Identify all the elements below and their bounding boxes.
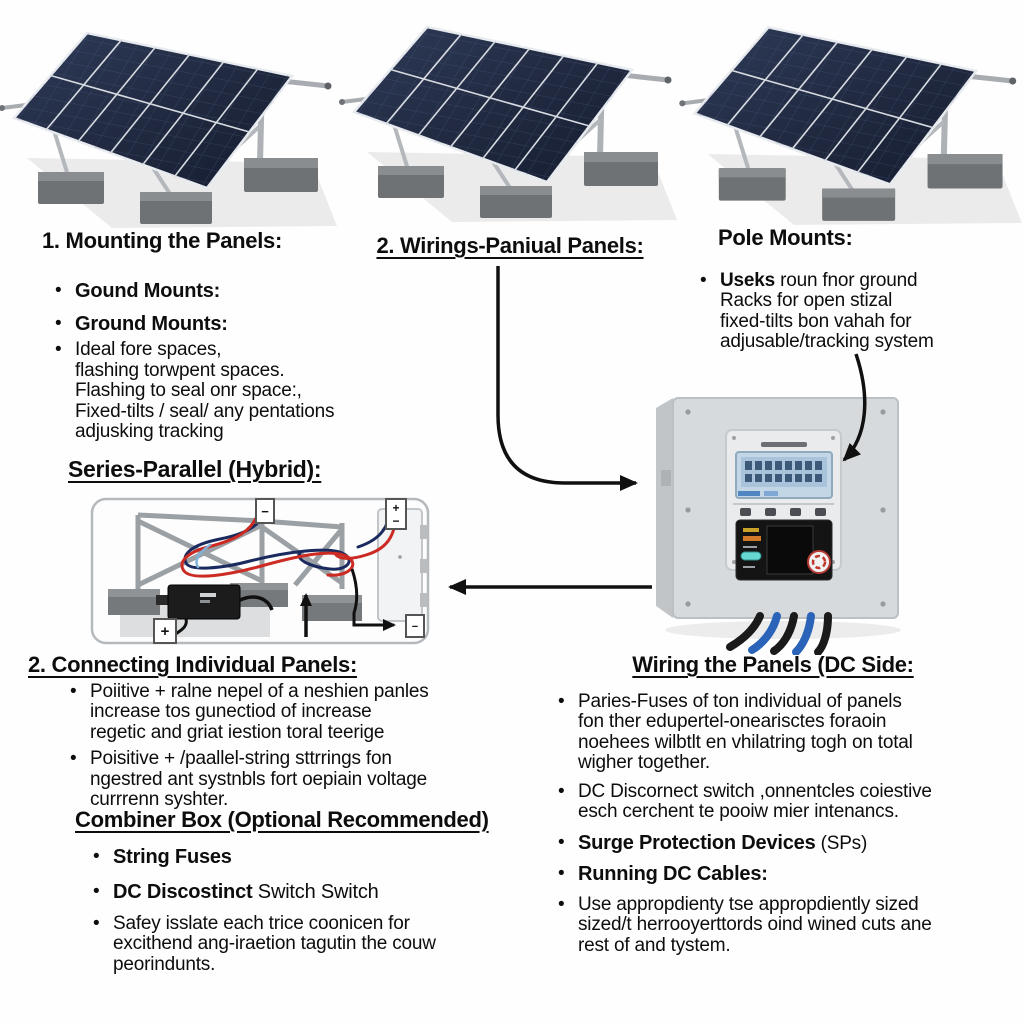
svg-text:+: + (392, 501, 399, 515)
wiring-diagram-illustration: − + − + − (90, 497, 430, 645)
list-item: • Running DC Cables: (558, 863, 768, 885)
status-panel (735, 519, 833, 581)
bullet-icon: • (558, 780, 565, 802)
svg-text:−: − (412, 621, 418, 633)
heading-mounting: 1. Mounting the Panels: (42, 228, 282, 253)
bullet-icon: • (70, 748, 77, 769)
button-row (740, 508, 826, 516)
bullet-icon: • (55, 339, 62, 360)
label-box-plus: + (153, 618, 177, 644)
enclosure-side (656, 398, 673, 618)
heading-connecting: 2. Connecting Individual Panels: (28, 652, 358, 677)
svg-text:−: − (261, 504, 269, 519)
label-box-top: − (255, 498, 275, 524)
bullet-icon: • (55, 280, 62, 301)
arrow-heading-to-controller (496, 266, 638, 491)
output-arrow (350, 568, 396, 631)
list-item: • DC Discornect switch ,onnentcles coies… (558, 780, 932, 822)
list-item: • Ground Mounts: (55, 312, 228, 335)
dark-screen (766, 525, 814, 575)
bullet-icon: • (70, 680, 77, 702)
list-item: • Gound Mounts: (55, 280, 221, 302)
solar-array-illustration-middle (332, 2, 677, 227)
heading-pole-mounts: Pole Mounts: (718, 225, 853, 250)
screws (685, 409, 886, 607)
junction-connector (156, 584, 241, 620)
svg-text:+: + (161, 623, 170, 640)
bullet-icon: • (558, 690, 565, 712)
curve-arrow (239, 595, 274, 611)
list-item: • Useks roun fnor ground Racks for open … (700, 269, 934, 352)
list-item: • Ideal fore spaces, flashing torwpent s… (55, 339, 335, 442)
list-item: • Poiitive + ralne nepel of a neshien pa… (70, 680, 429, 743)
brand-label (761, 442, 807, 447)
bullet-icon: • (558, 863, 565, 884)
list-item: • Safey isslate each trice coonicen for … (93, 912, 436, 975)
heading-combiner: Combiner Box (Optional Recommended) (75, 807, 489, 832)
list-item: • Surge Protection Devices (SPs) (558, 831, 868, 854)
bullet-icon: • (558, 893, 565, 915)
cables (726, 612, 832, 655)
svg-text:−: − (392, 514, 399, 528)
list-item: • Poisitive + /paallel-string sttrrings … (70, 748, 427, 810)
label-box-output: − (405, 614, 425, 638)
list-item: • Paries-Fuses of ton individual of pane… (558, 690, 913, 773)
list-item: • String Fuses (93, 845, 232, 868)
concrete-blocks (108, 583, 362, 621)
list-item: • Use appropdienty tse appropdiently siz… (558, 893, 932, 956)
lcd-display (735, 451, 833, 499)
bullet-icon: • (93, 845, 100, 867)
bullet-icon: • (55, 312, 62, 334)
bullet-icon: • (93, 912, 100, 934)
string-wires (180, 501, 398, 578)
list-item: • DC Discostinct Switch Switch (93, 881, 379, 903)
bullet-icon: • (558, 831, 565, 853)
heading-wiring-top: 2. Wirings-Paniual Panels: (376, 233, 644, 258)
bullet-icon: • (93, 881, 100, 902)
solar-array-illustration-left (0, 8, 337, 233)
label-box-plusminus: + − (385, 498, 407, 530)
charge-controller-illustration (656, 397, 901, 655)
badge-icon (807, 550, 831, 574)
solar-array-illustration-right (672, 2, 1022, 230)
heading-series-parallel: Series-Parallel (Hybrid): (68, 456, 322, 482)
heading-wiring-dc: Wiring the Panels (DC Side: (632, 652, 914, 677)
bullet-icon: • (700, 269, 707, 291)
